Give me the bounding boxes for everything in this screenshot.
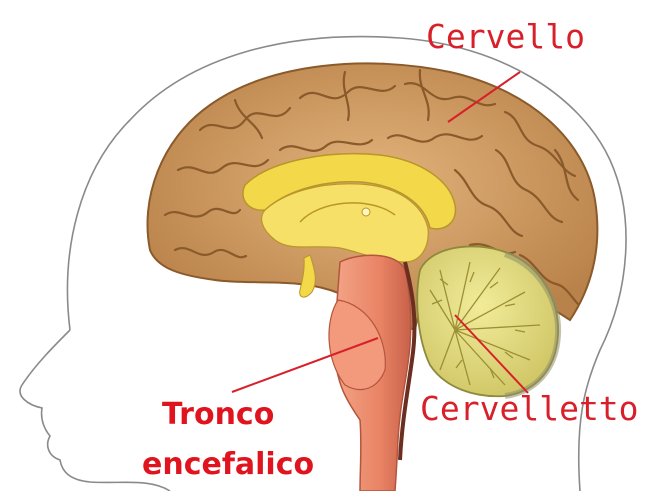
brainstem-label-line1: Tronco [162,397,274,432]
thalamus-nucleus [362,208,370,216]
cerebellum-label: Cervelletto [420,389,639,428]
brainstem-label-line2: encefalico [142,447,314,482]
cerebrum-label: Cervello [426,17,585,56]
